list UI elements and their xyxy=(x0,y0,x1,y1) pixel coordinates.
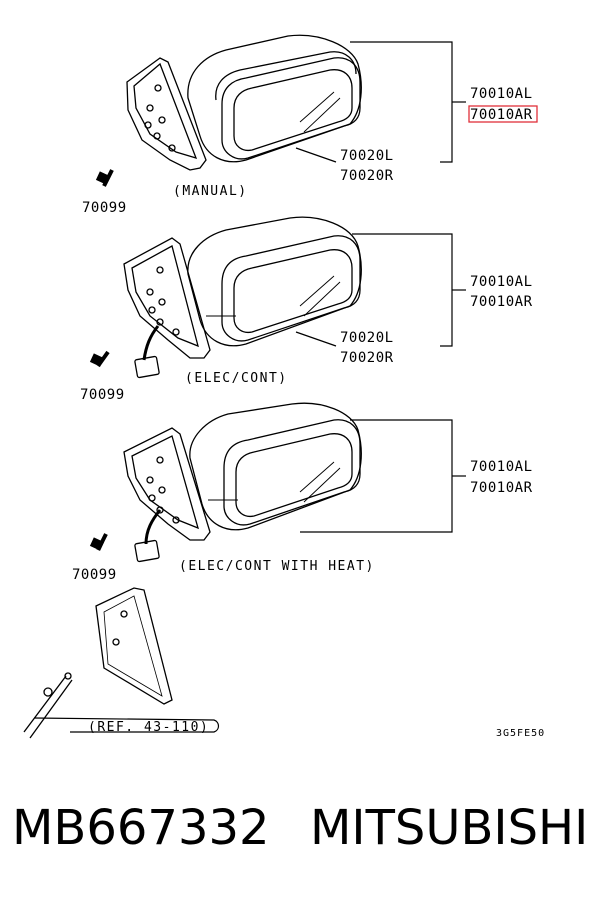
mirror-glass xyxy=(221,57,361,160)
mirror-part-label-3-left: 70010AL xyxy=(470,459,533,475)
caption-elec-cont: (ELEC/CONT) xyxy=(185,371,288,386)
mirror-part-label-3-right: 70010AR xyxy=(470,480,533,496)
wiring-harness xyxy=(142,325,160,361)
reference-label: (REF. 43-110) xyxy=(88,720,209,735)
mount-base-plate xyxy=(126,57,207,171)
mount-base-plate xyxy=(123,237,211,359)
highlight-box xyxy=(468,105,538,123)
glass-part-label-1-right: 70020R xyxy=(340,168,394,184)
bolt-part-label-2: 70099 xyxy=(80,387,125,403)
bolt-70099-heat xyxy=(89,533,108,551)
bolt-part-label-1: 70099 xyxy=(82,200,127,216)
leaders-manual xyxy=(295,41,466,163)
mirror-part-label-1-left: 70010AL xyxy=(470,86,533,102)
glass-part-label-1-left: 70020L xyxy=(340,148,394,164)
mirror-part-label-2-right: 70010AR xyxy=(470,294,533,310)
reference-door-panel xyxy=(23,587,220,739)
mirror-housing xyxy=(187,34,362,163)
wiring-harness xyxy=(144,509,162,545)
mirror-housing xyxy=(189,402,362,531)
mirror-part-label-2-left: 70010AL xyxy=(470,274,533,290)
mirror-assembly-elec-heat xyxy=(89,402,362,563)
glass-part-label-2-left: 70020L xyxy=(340,330,394,346)
footer: MB667332 MITSUBISHI xyxy=(0,800,600,880)
bolt-70099-elec xyxy=(89,350,110,368)
connector xyxy=(134,355,160,379)
leaders-elec-heat xyxy=(300,419,466,533)
leaders-elec-cont xyxy=(295,233,466,347)
mirror-housing xyxy=(187,216,362,347)
mirror-assembly-elec-cont xyxy=(89,216,362,379)
glass-part-label-2-right: 70020R xyxy=(340,350,394,366)
drawing-code: 3G5FE50 xyxy=(496,728,545,739)
mirror-glass xyxy=(223,419,361,526)
part-number: MB667332 xyxy=(12,800,270,856)
mirror-parts-diagram: 70010AL 70010AR 70020L 70020R 70099 (MAN… xyxy=(23,34,545,739)
caption-manual: (MANUAL) xyxy=(173,184,248,199)
connector xyxy=(134,539,160,563)
caption-elec-heat: (ELEC/CONT WITH HEAT) xyxy=(179,559,375,574)
brand-name: MITSUBISHI xyxy=(310,800,589,856)
mirror-glass xyxy=(221,235,361,342)
mirror-part-label-1-right: 70010AR xyxy=(470,107,533,123)
mirror-assembly-manual xyxy=(95,34,362,187)
mount-base-plate xyxy=(123,427,211,541)
bolt-70099-manual xyxy=(95,169,114,187)
bolt-part-label-3: 70099 xyxy=(72,567,117,583)
